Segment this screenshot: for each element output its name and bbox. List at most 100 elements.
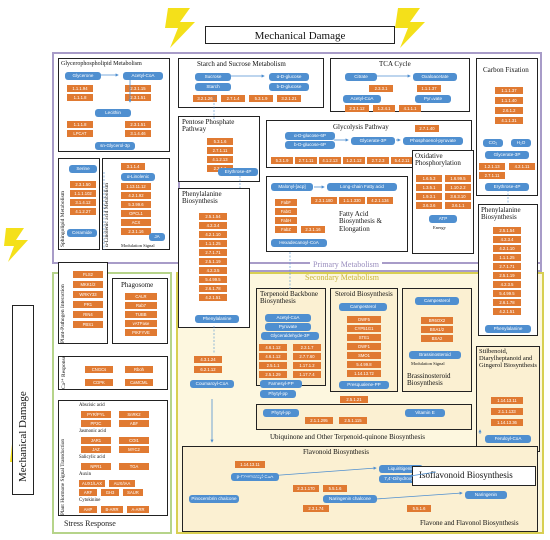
metabolite: 7,4'-Dihydroxy-flavone	[379, 475, 435, 483]
enzyme-ec: 3.2.1.21	[277, 95, 301, 102]
gene: WRKY33	[73, 291, 103, 298]
stress-response-label: Stress Response	[64, 519, 116, 528]
phenylalanine-title-primary: Phenylalanine Biosynthesis	[182, 190, 222, 206]
metabolite: Farnesyl-PP	[260, 380, 302, 388]
hormone-signal-box: Plant Hormone Signal Transduction Abscis…	[58, 400, 168, 516]
enzyme-ec: 2.3.1.15	[125, 85, 151, 92]
lightning-icon	[165, 8, 195, 48]
gene: A-ARR	[127, 506, 149, 513]
gene: FLS2	[73, 271, 103, 278]
enzyme-ec: 1.17.1.2	[293, 362, 321, 369]
enzyme-ec: 4.2.1.51	[493, 308, 521, 315]
enzyme-ec: 4.2.3.5	[493, 281, 521, 288]
gene: MYC2	[119, 446, 149, 453]
energy-label: Energy	[433, 225, 446, 230]
metabolite: Naringenin	[465, 491, 507, 499]
metabolite: Acetyl-CoA	[265, 314, 311, 322]
gene: RIN4	[73, 311, 103, 318]
enzyme-ec: 4.2.1.11	[509, 163, 535, 170]
hormone-group-label: Auxin	[79, 472, 91, 477]
gene: FabH	[275, 217, 297, 224]
enzyme-ec: 1.6.99.5	[445, 175, 471, 182]
enzyme-ec: 4.2.3.5	[199, 267, 227, 274]
top-title: Mechanical Damage	[205, 26, 395, 44]
enzyme-ec: BR6OX2	[421, 317, 453, 324]
metabolite: Coumaroyl-CoA	[190, 380, 234, 388]
enzyme-ec: 2.3.1.74	[303, 505, 329, 512]
enzyme-ec: 2.6.1.78	[493, 299, 521, 306]
enzyme-ec: 2.5.1.21	[340, 396, 368, 403]
glycerophospholipid-title: Glycerophospholipid Metabolism	[61, 61, 142, 67]
gene: GH3	[101, 489, 119, 496]
phenylalanine-title-right: Phenylalanine Biosynthesis	[481, 206, 521, 222]
enzyme-ec: 5.4.99.5	[199, 276, 227, 283]
gene: CaMCML	[125, 379, 153, 386]
starch-sucrose-box: Starch and Sucrose Metabolism Sucrose α-…	[178, 58, 324, 108]
enzyme-ec: 1.10.2.2	[445, 184, 471, 191]
enzyme-ec: 1.1.1.37	[417, 85, 441, 92]
metabolite: JA	[149, 233, 165, 241]
glycerophospholipid-box: Glycerophospholipid Metabolism Glycerone…	[58, 58, 170, 152]
enzyme-ec: 5.4.2.11	[391, 157, 413, 164]
lightning-icon	[4, 228, 28, 262]
isoflavonoid-box: Isoflavonoid Biosynthesis	[412, 466, 536, 486]
enzyme-ec: 4.1.2.13	[207, 156, 233, 163]
metabolite: Lecithin	[95, 109, 131, 117]
starch-sucrose-title: Starch and Sucrose Metabolism	[197, 60, 286, 68]
enzyme-ec: 2.7.7.60	[293, 353, 321, 360]
enzyme-ec: 1.1.1.330	[339, 197, 365, 204]
ubiquinone-title: Ubiquinone and Other Terpenoid-quinone B…	[270, 433, 425, 441]
enzyme-ec: 4.2.3.4	[493, 236, 521, 243]
modulation-signal-label: Modulation Signal	[121, 243, 155, 248]
enzyme-ec: 2.5.1.19	[493, 272, 521, 279]
gene: PYR/PYL	[81, 411, 111, 418]
gene: AHP	[79, 506, 97, 513]
enzyme-ec: 4.2.1.51	[199, 294, 227, 301]
enzyme-ec: SMO1	[347, 352, 381, 359]
gene: B-ARR	[101, 506, 123, 513]
enzyme-ec: 2.5.1.54	[493, 227, 521, 234]
flavone-title: Flavone and Flavonol Biosynthesis	[420, 519, 519, 527]
enzyme-ec: 3.1.4.46	[125, 130, 151, 137]
metabolite: Naringenin chalcone	[323, 495, 377, 503]
brassinosteroid-title: Brassinosteroid Biosynthesis	[407, 372, 451, 388]
tca-cycle-box: TCA Cycle Citrate Oxaloacetate 2.3.3.1 1…	[330, 58, 470, 112]
linolenic-box: α-Linolenic acid Metabolism 3.1.1.4 α-Li…	[102, 158, 170, 250]
enzyme-ec: 5.3.1.9	[249, 95, 273, 102]
hormone-group-label: Salicylic acid	[79, 455, 105, 460]
enzyme-ec: 2.6.1.2	[495, 107, 523, 114]
glycolysis-title: Glycolysis Pathway	[333, 123, 389, 131]
enzyme-ec: 1.1.1.25	[493, 254, 521, 261]
fatty-acid-title: Fatty Acid Biosynthesis & Elongation	[339, 210, 382, 233]
secondary-metabolism-label: Secondary Metabolism	[305, 273, 379, 282]
enzyme-ec: 4.1.2.13	[319, 157, 341, 164]
enzyme-ec: 4.1.1.31	[495, 117, 523, 124]
hormone-group-label: Abscisic acid	[79, 403, 105, 408]
enzyme-ec: 2.3.1.16	[121, 228, 151, 235]
metabolite: sn-Glycerol-3p	[95, 142, 135, 150]
enzyme-ec: 2.7.1.40	[415, 125, 439, 132]
gene: PIKFYVE	[125, 329, 157, 336]
pentose-phosphate-title: Pentose Phosphate Pathway	[182, 118, 235, 134]
enzyme-ec: 4.1.2.27	[70, 208, 96, 215]
gene: FabZ	[275, 226, 297, 233]
enzyme-ec: 5.3.1.6	[207, 138, 233, 145]
enzyme-ec: 2.7.1.11	[207, 147, 233, 154]
enzyme-ec: 1.1.1.94	[67, 85, 93, 92]
enzyme-ec: 2.1.1.133	[491, 408, 523, 415]
oxphos-title: Oxidative Phosphorylation	[415, 152, 461, 168]
enzyme-ec: 1.6.5.3	[416, 175, 442, 182]
enzyme-ec: 2.5.1.19	[199, 258, 227, 265]
metabolite: Glycerate-3P	[485, 151, 529, 159]
enzyme-ec: 1.2.4.1	[373, 105, 395, 112]
fatty-acid-box: Malonyl-[acp] Long-chain Fatty acid 2.3.…	[266, 176, 408, 252]
sphingolipid-box: Sphingolipid Metabolism Serine 2.3.1.50 …	[58, 158, 100, 250]
enzyme-ec: 1.3.5.1	[416, 184, 442, 191]
reaction-arrow	[375, 491, 463, 500]
metabolite: Glycerone	[65, 72, 101, 80]
enzyme-ec: 2.5.1.115	[339, 417, 367, 424]
enzyme-ec: 1.1.1.37	[495, 87, 523, 94]
metabolite: Phytyl-pp	[263, 409, 299, 417]
enzyme-ec: 1.2.1.12	[343, 157, 365, 164]
gene: vATPase	[125, 320, 157, 327]
